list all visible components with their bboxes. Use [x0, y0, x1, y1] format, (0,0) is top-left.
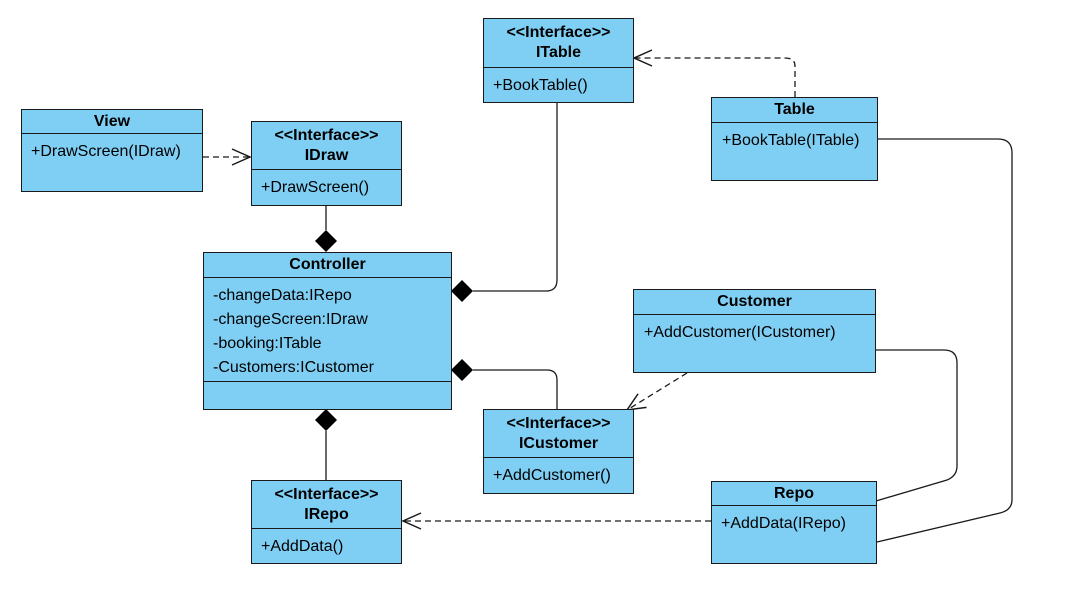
interface-idraw[interactable]: <<Interface>> IDraw +DrawScreen() [251, 121, 402, 206]
controller-idraw-diamond [315, 230, 337, 252]
interface-itable[interactable]: <<Interface>> ITable +BookTable() [483, 18, 634, 103]
class-customer[interactable]: Customer +AddCustomer(ICustomer) [633, 289, 876, 373]
interface-icustomer-header: <<Interface>> ICustomer [484, 410, 633, 458]
class-customer-methods: +AddCustomer(ICustomer) [634, 315, 875, 345]
customer-icustomer-dependency [627, 372, 688, 410]
interface-icustomer-methods: +AddCustomer() [484, 458, 633, 488]
controller-itable-link [473, 103, 558, 292]
class-controller-header: Controller [204, 253, 451, 278]
method: +AddData() [261, 538, 344, 555]
class-controller-attributes: -changeData:IRepo -changeScreen:IDraw -b… [204, 278, 451, 382]
method: +DrawScreen(IDraw) [31, 143, 181, 160]
class-repo[interactable]: Repo +AddData(IRepo) [711, 481, 877, 564]
class-table-methods: +BookTable(ITable) [712, 123, 877, 153]
method: +BookTable(ITable) [722, 132, 860, 149]
method: +AddData(IRepo) [721, 515, 846, 532]
controller-icustomer-diamond [451, 359, 473, 381]
class-table[interactable]: Table +BookTable(ITable) [711, 97, 878, 181]
stereotype-label: <<Interface>> [274, 485, 379, 503]
method: +AddCustomer() [493, 467, 611, 484]
class-table-header: Table [712, 98, 877, 123]
interface-irepo-methods: +AddData() [252, 529, 401, 559]
class-name: IDraw [304, 146, 349, 164]
class-name: Table [774, 101, 815, 118]
class-name: Repo [774, 484, 814, 502]
method: +AddCustomer(ICustomer) [644, 324, 836, 341]
method: +BookTable() [493, 77, 588, 94]
stereotype-label: <<Interface>> [506, 414, 611, 432]
repo-customer-association [875, 349, 958, 502]
class-view[interactable]: View +DrawScreen(IDraw) [21, 109, 203, 192]
method: +DrawScreen() [261, 179, 370, 196]
controller-itable-diamond [451, 280, 473, 302]
table-itable-dependency [634, 58, 796, 97]
interface-irepo-header: <<Interface>> IRepo [252, 481, 401, 529]
controller-icustomer-link [473, 369, 558, 409]
class-name: ICustomer [518, 434, 599, 452]
attribute: -changeData:IRepo [213, 287, 352, 304]
class-name: Controller [289, 256, 366, 273]
attribute: -changeScreen:IDraw [213, 311, 368, 328]
interface-idraw-header: <<Interface>> IDraw [252, 122, 401, 170]
interface-itable-header: <<Interface>> ITable [484, 19, 633, 68]
class-controller[interactable]: Controller -changeData:IRepo -changeScre… [203, 252, 452, 410]
class-view-methods: +DrawScreen(IDraw) [22, 134, 202, 164]
interface-itable-methods: +BookTable() [484, 68, 633, 98]
class-name: Customer [717, 293, 792, 310]
repo-table-association [876, 138, 1013, 543]
stereotype-label: <<Interface>> [506, 24, 611, 41]
class-repo-methods: +AddData(IRepo) [712, 506, 876, 536]
attribute: -booking:ITable [213, 335, 322, 352]
attribute: -Customers:ICustomer [213, 359, 374, 376]
interface-irepo[interactable]: <<Interface>> IRepo +AddData() [251, 480, 402, 564]
stereotype-label: <<Interface>> [274, 126, 379, 144]
class-name: View [93, 112, 131, 130]
class-name: ITable [535, 44, 582, 61]
controller-irepo-diamond [315, 409, 337, 431]
class-repo-header: Repo [712, 482, 876, 506]
class-view-header: View [22, 110, 202, 134]
class-controller-methods [204, 382, 451, 408]
class-customer-header: Customer [634, 290, 875, 315]
interface-idraw-methods: +DrawScreen() [252, 170, 401, 200]
interface-icustomer[interactable]: <<Interface>> ICustomer +AddCustomer() [483, 409, 634, 494]
class-name: IRepo [304, 505, 349, 523]
